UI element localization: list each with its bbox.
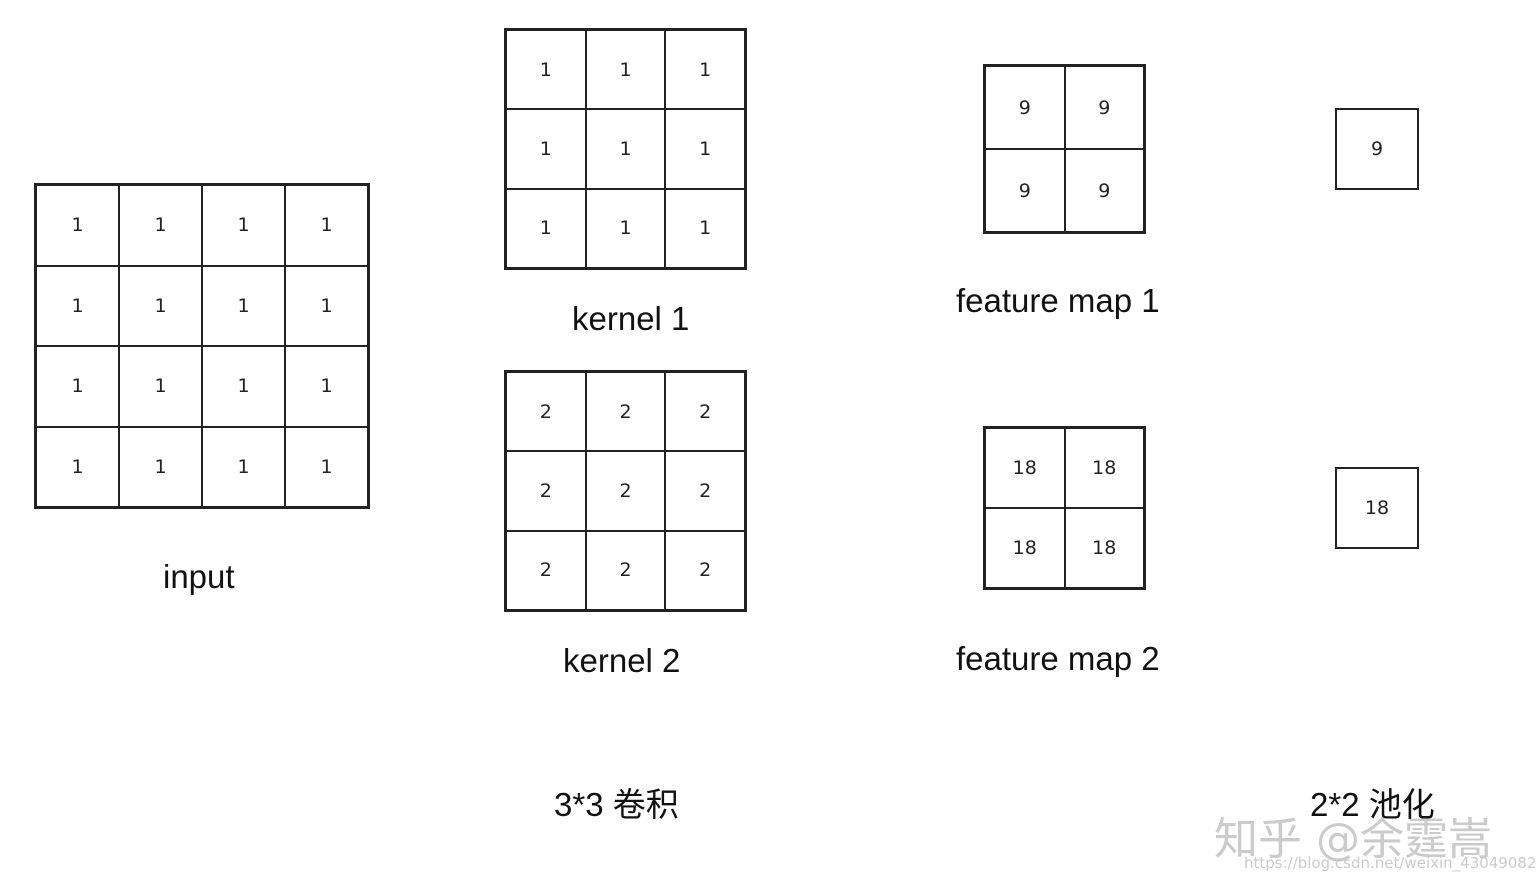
feature-map2-cell: 18 [985, 428, 1065, 508]
input-cell: 1 [202, 265, 285, 346]
kernel1-cell: 1 [506, 30, 586, 110]
input-cell: 1 [202, 426, 285, 507]
feature-map1-cell: 9 [1064, 149, 1144, 232]
input-cell: 1 [202, 346, 285, 427]
kernel2-cell: 2 [506, 530, 586, 610]
watermark-url: https://blog.csdn.net/weixin_43049082 [1244, 854, 1537, 872]
feature-map2-cell: 18 [1064, 508, 1144, 588]
pool1-cell: 9 [1370, 138, 1384, 160]
pool2-grid: 18 [1335, 467, 1419, 549]
kernel1-cell: 1 [585, 109, 666, 189]
pool2-cell: 18 [1364, 497, 1390, 519]
feature-map1-grid: 9 9 9 9 [983, 64, 1146, 234]
input-cell: 1 [36, 346, 119, 427]
input-cell: 1 [36, 265, 119, 346]
kernel2-cell: 2 [585, 451, 666, 531]
kernel2-cell: 2 [585, 372, 666, 452]
kernel2-cell: 2 [506, 372, 586, 452]
feature-map1-label: feature map 1 [956, 282, 1160, 319]
kernel2-cell: 2 [665, 530, 745, 610]
input-cell: 1 [119, 185, 202, 266]
kernel1-cell: 1 [665, 188, 745, 268]
input-cell: 1 [285, 426, 368, 507]
input-cell: 1 [36, 185, 119, 266]
kernel1-cell: 1 [585, 30, 666, 110]
kernel2-label: kernel 2 [563, 642, 681, 679]
input-cell: 1 [202, 185, 285, 266]
input-cell: 1 [285, 346, 368, 427]
feature-map2-cell: 18 [1064, 428, 1144, 508]
watermark-text: 知乎 @余霆嵩 [1214, 814, 1492, 865]
kernel2-cell: 2 [665, 451, 745, 531]
feature-map2-grid: 18 18 18 18 [983, 426, 1146, 590]
pool1-grid: 9 [1335, 108, 1419, 190]
input-cell: 1 [36, 426, 119, 507]
kernel1-cell: 1 [506, 188, 586, 268]
kernel1-label: kernel 1 [572, 300, 690, 337]
input-grid: 1 1 1 1 1 1 1 1 1 1 1 1 1 1 1 1 [34, 183, 370, 509]
kernel1-cell: 1 [506, 109, 586, 189]
feature-map1-cell: 9 [1064, 66, 1144, 149]
feature-map2-cell: 18 [985, 508, 1065, 588]
kernel2-grid: 2 2 2 2 2 2 2 2 2 [504, 370, 747, 612]
input-cell: 1 [285, 265, 368, 346]
kernel2-cell: 2 [665, 372, 745, 452]
input-cell: 1 [285, 185, 368, 266]
kernel1-cell: 1 [665, 109, 745, 189]
kernel2-cell: 2 [506, 451, 586, 531]
feature-map1-cell: 9 [985, 66, 1065, 149]
convolution-caption: 3*3 卷积 [554, 786, 679, 823]
input-cell: 1 [119, 426, 202, 507]
feature-map2-label: feature map 2 [956, 640, 1160, 677]
kernel1-cell: 1 [665, 30, 745, 110]
input-cell: 1 [119, 346, 202, 427]
input-label: input [163, 558, 235, 595]
input-cell: 1 [119, 265, 202, 346]
kernel2-cell: 2 [585, 530, 666, 610]
kernel1-cell: 1 [585, 188, 666, 268]
pooling-caption: 2*2 池化 [1310, 786, 1435, 823]
feature-map1-cell: 9 [985, 149, 1065, 232]
kernel1-grid: 1 1 1 1 1 1 1 1 1 [504, 28, 747, 270]
